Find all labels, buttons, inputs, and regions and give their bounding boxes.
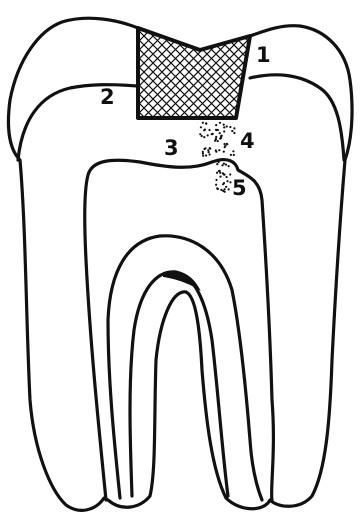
stipple-dot [224, 188, 226, 190]
label-2: 2 [100, 85, 115, 109]
stipple-dot [220, 137, 222, 139]
stipple-dot [218, 149, 220, 151]
stipple-dot [202, 155, 204, 157]
stipple-dot [208, 129, 210, 131]
pulp-chamber [85, 160, 274, 500]
stipple-dot [233, 132, 235, 134]
stipple-dot [200, 126, 202, 128]
stipple-dot [205, 122, 207, 124]
stipple-dot [218, 161, 220, 163]
stipple-dot [223, 174, 225, 176]
stipple-dot [216, 129, 218, 131]
stipple-dot [215, 151, 217, 153]
stipple-dot [230, 154, 232, 156]
stipple-dot [215, 138, 217, 140]
stipple-dot [219, 132, 221, 134]
stipple-dot [219, 122, 221, 124]
label-4: 4 [240, 129, 255, 153]
stipple-dot [215, 136, 217, 138]
stipple-dots [199, 122, 235, 193]
stipple-dot [233, 127, 235, 129]
stipple-dot [226, 180, 228, 182]
stipple-dot [228, 165, 230, 167]
stipple-dot [229, 173, 231, 175]
stipple-dot [217, 140, 219, 142]
stipple-dot [223, 182, 225, 184]
furcation-dark-mark [164, 272, 198, 288]
stipple-dot [202, 122, 204, 124]
stipple-dot [215, 124, 217, 126]
stipple-dot [215, 184, 217, 186]
stipple-dot [223, 124, 225, 126]
stipple-dot [225, 186, 227, 188]
stipple-dot [203, 136, 205, 138]
stipple-dot [215, 179, 217, 181]
stipple-dot [220, 189, 222, 191]
stipple-dot [209, 147, 211, 149]
stipple-dot [226, 176, 228, 178]
stipple-dot [208, 151, 210, 153]
stipple-dot [207, 134, 209, 136]
stipple-dot [207, 149, 209, 151]
stipple-dot [211, 133, 213, 135]
label-3: 3 [164, 136, 179, 160]
stipple-dot [224, 145, 226, 147]
label-1: 1 [256, 43, 271, 67]
stipple-dot [228, 188, 230, 190]
stipple-dot [202, 152, 204, 154]
stipple-dot [229, 126, 231, 128]
stipple-dot [201, 135, 203, 137]
stipple-dot [218, 170, 220, 172]
label-5: 5 [232, 176, 247, 200]
stipple-dot [226, 143, 228, 145]
stipple-dot [223, 163, 225, 165]
stipple-dot [232, 150, 234, 152]
dental-filling [138, 28, 250, 118]
stipple-dot [223, 130, 225, 132]
stipple-dot [224, 191, 226, 193]
stipple-dot [216, 163, 218, 165]
stipple-dot [226, 125, 228, 127]
stipple-dot [199, 133, 201, 135]
stipple-dot [204, 129, 206, 131]
stipple-dot [231, 130, 233, 132]
stipple-dot [223, 151, 225, 153]
stipple-dot [209, 153, 211, 155]
stipple-dot [225, 164, 227, 166]
stipple-dot [217, 188, 219, 190]
stipple-dot [205, 154, 207, 156]
stipple-dot [223, 126, 225, 128]
stipple-dot [216, 172, 218, 174]
stipple-dot [233, 154, 235, 156]
stipple-dot [221, 164, 223, 166]
stipple-dot [203, 148, 205, 150]
stipple-dot [219, 176, 221, 178]
